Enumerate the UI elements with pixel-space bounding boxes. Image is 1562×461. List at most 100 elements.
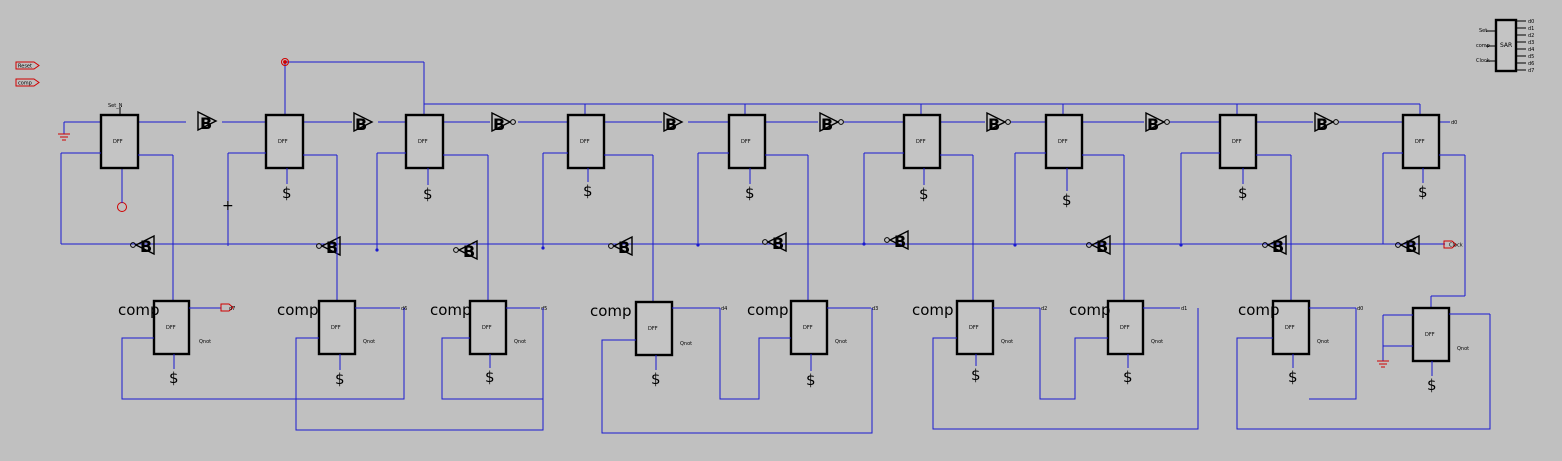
svg-text:DFF: DFF <box>969 325 979 331</box>
comp-label-d0: comp <box>1238 301 1280 319</box>
svg-text:$: $ <box>1288 368 1298 386</box>
svg-text:d4: d4 <box>721 306 727 312</box>
dff-bottom-d6[interactable]: DFF comp d6 Qnot $ <box>277 299 407 388</box>
dff-top-3[interactable]: DFF <box>566 113 606 170</box>
svg-text:$: $ <box>169 369 179 387</box>
svg-text:DFF: DFF <box>331 325 341 331</box>
sar-pin-d4: d4 <box>1528 47 1534 53</box>
buffer-top-3: B <box>491 111 516 134</box>
svg-text:$: $ <box>335 370 345 388</box>
buffer-top-2: B <box>353 111 374 134</box>
svg-text:$: $ <box>806 371 816 389</box>
sar-pin-d0: d0 <box>1528 19 1534 25</box>
dff-top-6[interactable]: DFF <box>1044 113 1084 170</box>
svg-text:$: $ <box>651 370 661 388</box>
svg-text:B: B <box>1096 237 1108 256</box>
sar-pin-d2: d2 <box>1528 33 1534 39</box>
dff-bottom-d2[interactable]: DFF comp d2 Qnot $ <box>912 299 1047 384</box>
svg-text:B: B <box>493 115 505 134</box>
dff-top-5[interactable]: DFF <box>902 113 942 170</box>
buffer-clk-1: B <box>316 235 341 257</box>
top-last-out-label: d0 <box>1451 120 1457 126</box>
port-d7[interactable]: d7 <box>220 303 235 312</box>
sar-pin-set: Set <box>1479 28 1487 34</box>
svg-text:B: B <box>1272 237 1284 256</box>
svg-text:B: B <box>140 237 152 256</box>
svg-text:B: B <box>355 115 367 134</box>
svg-text:Qnot: Qnot <box>363 339 375 345</box>
svg-text:$: $ <box>583 182 593 200</box>
dff-bottom-d0[interactable]: DFF comp d0 Qnot $ <box>1238 299 1363 386</box>
svg-text:$: $ <box>919 185 929 203</box>
svg-text:DFF: DFF <box>1120 325 1130 331</box>
comp-label-d3: comp <box>747 301 789 319</box>
sar-pin-d1: d1 <box>1528 26 1534 32</box>
comp-label-d4: comp <box>590 302 632 320</box>
buffer-top-6: B <box>986 111 1011 134</box>
sar-symbol[interactable]: SAR Set comp Clock d0 d1 d2 d3 d4 d5 d6 … <box>1476 18 1534 74</box>
svg-text:$: $ <box>745 184 755 202</box>
buffer-clk-2: B <box>453 239 478 261</box>
comp-label-d1: comp <box>1069 301 1111 319</box>
svg-text:DFF: DFF <box>418 139 428 145</box>
dff-bottom-d7[interactable]: DFF comp Qnot $ <box>118 299 221 387</box>
svg-text:Qnot: Qnot <box>835 339 847 345</box>
comp-label-d5: comp <box>430 301 472 319</box>
svg-text:Qnot: Qnot <box>1151 339 1163 345</box>
probe-top[interactable] <box>281 58 289 66</box>
sar-symbol-title: SAR <box>1500 42 1512 49</box>
svg-text:$: $ <box>282 184 292 202</box>
svg-text:DFF: DFF <box>648 326 658 332</box>
top-row-ffs: DFF DFF DFF DFF DFF DFF DFF DFF DFF <box>99 113 1441 170</box>
buffer-top-1: B <box>197 110 218 133</box>
port-clock[interactable]: Clock <box>1443 240 1463 249</box>
ground-symbol-left <box>58 121 100 141</box>
svg-text:d5: d5 <box>541 306 547 312</box>
svg-text:B: B <box>463 242 475 261</box>
dff-bottom-d3[interactable]: DFF comp d3 Qnot $ <box>747 299 878 389</box>
dff-bottom-d1[interactable]: DFF comp d1 Qnot $ <box>1069 299 1187 386</box>
svg-text:d2: d2 <box>1041 306 1047 312</box>
comp-label-d6: comp <box>277 301 319 319</box>
svg-text:d0: d0 <box>1357 306 1363 312</box>
sar-pin-d5: d5 <box>1528 54 1534 60</box>
dff-top-8[interactable]: DFF <box>1401 113 1441 170</box>
svg-text:B: B <box>1405 237 1417 256</box>
port-reset[interactable]: Reset <box>15 61 40 70</box>
dff-bottom-extra[interactable]: DFF Qnot $ <box>1411 306 1490 394</box>
dff-top-7[interactable]: DFF <box>1218 113 1258 170</box>
svg-text:Qnot: Qnot <box>514 339 526 345</box>
port-d7-label: d7 <box>229 306 235 312</box>
buffer-top-8: B <box>1314 111 1339 134</box>
svg-text:DFF: DFF <box>166 325 176 331</box>
dff-top-4[interactable]: DFF <box>727 113 767 170</box>
top-buffers: B B B B B B B B <box>197 110 1339 134</box>
svg-text:B: B <box>326 238 338 257</box>
port-reset-label: Reset <box>18 64 32 70</box>
dff-top-2[interactable]: DFF <box>404 113 445 170</box>
svg-text:Qnot: Qnot <box>1457 346 1469 352</box>
probe-set[interactable] <box>117 202 127 212</box>
svg-text:DFF: DFF <box>1232 139 1242 145</box>
buffer-top-7: B <box>1145 111 1170 134</box>
svg-text:$: $ <box>1427 376 1437 394</box>
svg-text:DFF: DFF <box>278 139 288 145</box>
svg-text:DFF: DFF <box>1425 332 1435 338</box>
svg-text:$: $ <box>1418 183 1428 201</box>
svg-text:DFF: DFF <box>1415 139 1425 145</box>
port-clock-label: Clock <box>1449 243 1463 249</box>
port-comp[interactable]: comp <box>15 78 40 87</box>
svg-text:B: B <box>200 114 212 133</box>
dff-top-0[interactable]: DFF <box>99 113 140 170</box>
svg-text:$: $ <box>1062 191 1072 209</box>
dff-bottom-d5[interactable]: DFF comp d5 Qnot $ <box>430 299 547 386</box>
sar-pin-d3: d3 <box>1528 40 1534 46</box>
svg-text:DFF: DFF <box>741 139 751 145</box>
sar-pin-comp: comp <box>1476 43 1490 49</box>
svg-text:$: $ <box>1123 368 1133 386</box>
dff-bottom-d4[interactable]: DFF comp d4 Qnot $ <box>590 300 727 388</box>
dff-top-1[interactable]: DFF <box>264 113 305 170</box>
comp-label-d7: comp <box>118 301 160 319</box>
buffer-top-4: B <box>663 111 684 134</box>
